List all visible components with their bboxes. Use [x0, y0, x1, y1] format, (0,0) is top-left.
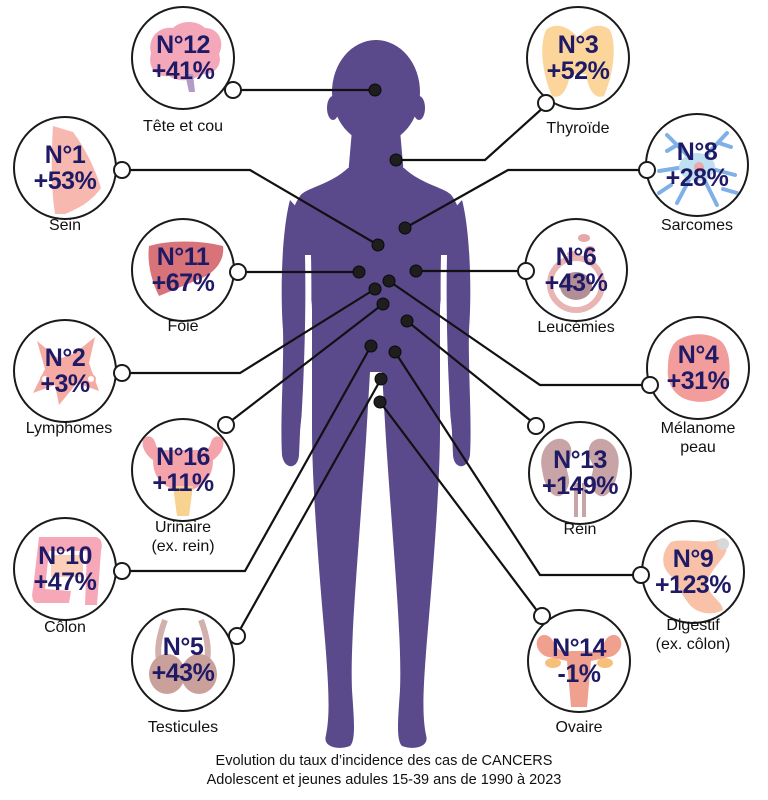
rank-value: N°1 — [44, 140, 86, 169]
body-silhouette — [281, 40, 471, 748]
testicles-icon — [149, 618, 217, 694]
bubble-leucemies: N°6+43% — [524, 218, 628, 322]
label-thyroide: Thyroïde — [546, 120, 610, 137]
footer-title: Evolution du taux d’incidence des cas de… — [0, 752, 768, 790]
label-sein: Sein — [48, 217, 82, 234]
kidney-icon — [541, 438, 619, 517]
rank-value: N°8 — [676, 137, 718, 166]
uterus-icon — [536, 635, 622, 707]
breast-icon — [51, 126, 101, 214]
bubble-testicules: N°5+43% — [131, 608, 235, 712]
rank-value: N°5 — [162, 632, 204, 661]
bubble-sarcomes: N°8+28% — [645, 113, 749, 217]
label-tete-cou: Tête et cou — [142, 118, 224, 135]
label-leucemies: Leucémies — [537, 319, 615, 336]
label-line1: Digestif — [666, 617, 720, 634]
bubble-melanome: N°4+31% — [646, 316, 750, 420]
bubble-urinaire: N°16+11% — [131, 418, 235, 522]
rank-value: N°3 — [557, 30, 599, 59]
pct-value: +52% — [546, 57, 610, 85]
label-colon: Côlon — [44, 619, 86, 636]
bubble-digestif: N°9+123% — [641, 520, 745, 624]
label-digestif: Digestif (ex. côlon) — [613, 616, 768, 654]
label-line1: Mélanome — [660, 420, 736, 437]
pct-value: +43% — [544, 269, 608, 297]
pct-value: +149% — [541, 472, 619, 500]
liver-icon — [148, 241, 224, 296]
bubble-colon: N°10+47% — [13, 517, 117, 621]
stomach-icon — [663, 538, 729, 614]
rank-value: N°14 — [552, 633, 606, 662]
bubble-thyroide: N°3+52% — [526, 6, 630, 110]
label-rein: Rein — [563, 521, 597, 538]
rank-value: N°2 — [44, 343, 86, 372]
label-line2: peau — [680, 439, 716, 457]
rank-value: N°12 — [156, 30, 210, 59]
label-line2: (ex. côlon) — [655, 636, 731, 654]
bubble-rein: N°13+149% — [528, 421, 632, 525]
pct-value: -1% — [557, 660, 601, 688]
thyroid-icon — [542, 25, 614, 97]
pct-value: +53% — [33, 167, 97, 195]
rank-value: N°13 — [553, 445, 607, 474]
bubble-lymphomes: N°2+3% — [13, 319, 117, 423]
rank-value: N°11 — [156, 242, 210, 271]
label-line1: Urinaire — [154, 519, 211, 536]
label-sarcomes: Sarcomes — [660, 217, 734, 234]
pct-value: +28% — [665, 164, 729, 192]
title-line-2: Adolescent et jeunes adules 15-39 ans de… — [206, 771, 562, 788]
title-line-1: Evolution du taux d’incidence des cas de… — [215, 753, 553, 769]
arm-gaps — [301, 255, 451, 640]
pct-value: +123% — [654, 571, 732, 599]
bladder-icon — [142, 436, 224, 516]
colon-icon — [32, 537, 102, 605]
label-urinaire: Urinaire (ex. rein) — [103, 518, 263, 556]
pct-value: +67% — [151, 269, 215, 297]
label-melanome: Mélanome peau — [618, 419, 768, 457]
brain-icon — [150, 22, 222, 92]
lymph-icon — [33, 337, 99, 405]
label-testicules: Testicules — [147, 719, 219, 736]
label-lymphomes: Lymphomes — [25, 420, 113, 437]
pct-value: +43% — [151, 659, 215, 687]
rank-value: N°6 — [555, 242, 597, 271]
rank-value: N°10 — [38, 541, 92, 570]
label-line2: (ex. rein) — [151, 538, 215, 556]
rank-value: N°4 — [677, 340, 719, 369]
skin-icon — [667, 334, 730, 402]
bubble-tete-cou: N°12+41% — [131, 6, 235, 110]
bubble-foie: N°11+67% — [131, 218, 235, 322]
pct-value: +41% — [151, 57, 215, 85]
pct-value: +11% — [152, 469, 214, 497]
connector-lines — [124, 88, 648, 636]
label-foie: Foie — [167, 318, 199, 335]
label-ovaire: Ovaire — [555, 719, 603, 736]
body-dots — [352, 83, 423, 409]
pct-value: +47% — [33, 568, 97, 596]
bubble-sein: N°1+53% — [13, 116, 117, 220]
blood-cells-icon — [547, 234, 605, 313]
rank-value: N°9 — [672, 544, 714, 573]
cell-icon — [657, 131, 739, 207]
rank-value: N°16 — [156, 442, 210, 471]
pct-value: +31% — [666, 367, 730, 395]
pct-value: +3% — [40, 370, 90, 398]
bubble-ovaire: N°14-1% — [527, 609, 631, 713]
